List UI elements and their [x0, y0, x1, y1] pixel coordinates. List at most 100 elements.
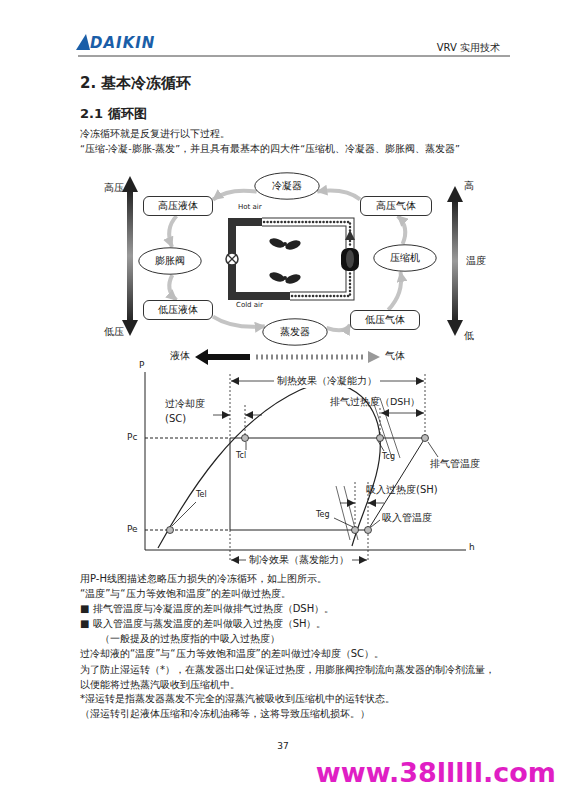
state-box: 高压液体	[143, 196, 213, 216]
component-ellipse: 膨胀阀	[138, 247, 202, 275]
cycle-arrow	[213, 191, 257, 200]
fan-symbol	[284, 239, 302, 252]
body-text: *湿运转是指蒸发器蒸发不完全的湿蒸汽被吸收到压缩机中的运转状态。	[80, 693, 395, 706]
dimension-lines	[213, 374, 425, 562]
watermark: www.38lllll.com	[316, 756, 556, 790]
page-title: 2. 基本冷冻循环	[80, 74, 191, 93]
fan-symbol	[268, 271, 286, 284]
compressor-symbol	[341, 248, 359, 271]
ellipse-outline	[374, 245, 436, 271]
pressure-arrow	[127, 190, 133, 322]
node-text: 冷凝器	[272, 179, 302, 193]
cycle-arrow	[388, 272, 401, 310]
refrigerant-pipe	[232, 222, 355, 296]
axis-label: 高压	[104, 182, 124, 195]
axis-label: Pc	[127, 432, 137, 443]
node-text: 低压气体	[365, 313, 405, 327]
dimension-lines	[355, 482, 356, 530]
fan-symbol	[268, 237, 302, 286]
dimension-lines	[368, 530, 369, 562]
compressor-symbol	[341, 248, 359, 271]
phase-arrow	[195, 349, 380, 365]
state-point	[365, 527, 372, 534]
node-text: 低压液体	[158, 303, 198, 317]
node-text: 膨胀阀	[155, 254, 185, 268]
body-text: 过冷却液的“温度”与“压力等效饱和温度”的差叫做过冷却度（SC）。	[80, 648, 384, 661]
leader-line	[172, 441, 438, 527]
pressure-arrow	[122, 176, 138, 192]
saturation-curve	[158, 384, 380, 548]
node-text: 高压气体	[376, 199, 416, 213]
dimension-label: 排气过热度（DSH）	[330, 396, 421, 408]
ph-cycle	[145, 530, 230, 531]
fan-symbol	[283, 276, 287, 280]
leader-line	[378, 441, 384, 451]
leader-line	[334, 518, 353, 527]
cycle-arrow	[169, 216, 176, 247]
ellipse-outline	[263, 319, 327, 345]
fan-symbol	[284, 273, 302, 286]
paragraph: “压缩-冷凝-膨胀-蒸发”，并且具有最基本的四大件“压缩机、冷凝器、膨胀阀、蒸发…	[80, 143, 460, 155]
state-point	[167, 527, 174, 534]
dimension-lines	[340, 503, 355, 504]
dimension-lines	[245, 405, 246, 438]
isotherm	[336, 486, 350, 540]
body-text: （湿运转引起液体压缩和冷冻机油稀等，这将导致压缩机损坏。）	[80, 708, 370, 721]
temperature-arrow	[452, 200, 458, 322]
ph-axes	[145, 372, 146, 550]
phase-label: 液体	[170, 350, 190, 363]
paragraph: 冷冻循环就是反复进行以下过程。	[80, 128, 230, 141]
ph-cycle	[145, 438, 230, 439]
dimension-lines	[213, 415, 230, 416]
state-point	[377, 435, 384, 442]
cycle-arrow	[213, 317, 265, 327]
leader-line	[172, 502, 196, 526]
body-text: 为了防止湿运转（*），在蒸发器出口处保证过热度，用膨胀阀控制流向蒸发器的制冷剂流…	[80, 663, 495, 692]
expansion-valve-symbol	[228, 255, 236, 263]
pressure-arrow	[122, 176, 138, 336]
node-text: 高压液体	[158, 199, 198, 213]
dimension-label: 过冷却度 (SC)	[165, 397, 217, 426]
component-ellipse: 冷凝器	[254, 172, 320, 200]
axis-label: Pe	[127, 524, 138, 535]
temperature-arrow	[447, 320, 463, 336]
dimension-label: 吸入过热度(SH)	[366, 484, 438, 497]
component-ellipse: 压缩机	[373, 244, 437, 272]
dimension-lines	[368, 503, 384, 504]
temperature-arrow	[447, 186, 463, 202]
dimension-lines	[380, 408, 381, 438]
point-label: Tel	[196, 490, 207, 500]
point-label: 吸入管温度	[382, 512, 432, 525]
expansion-valve-symbol	[226, 253, 238, 265]
state-box: 高压气体	[360, 196, 432, 216]
body-text: （一般提及的过热度指的中吸入过热度）	[100, 633, 280, 646]
compressor-symbol	[346, 250, 354, 268]
component-ellipse: 蒸发器	[262, 318, 328, 346]
fan-symbol	[268, 237, 286, 250]
header-rule	[78, 56, 510, 57]
axis-label: 低	[464, 330, 474, 343]
cycle-arrow	[398, 216, 406, 244]
dimension-label: 制冷效果（蒸发能力）	[246, 554, 352, 567]
dimension-lines	[245, 415, 262, 416]
page-number: 37	[277, 741, 288, 752]
header-rule	[78, 56, 510, 57]
point-label: 排气管温度	[430, 458, 480, 471]
refrigerant-pipe	[262, 222, 350, 296]
temperature-arrow	[447, 186, 463, 336]
axis-label: h	[469, 542, 475, 553]
leader-line	[428, 442, 438, 457]
pressure-arrow	[122, 320, 138, 336]
ph-axes	[145, 372, 466, 550]
state-box: 低压液体	[143, 300, 213, 320]
dimension-lines	[381, 413, 424, 414]
phase-arrow	[195, 349, 250, 365]
phase-label: 气体	[385, 350, 405, 363]
state-point	[352, 527, 359, 534]
ellipse-outline	[139, 248, 201, 274]
logo-mark	[76, 34, 90, 50]
dimension-lines	[230, 374, 231, 438]
node-text: 蒸发器	[280, 325, 310, 339]
ph-axes	[145, 550, 466, 551]
air-label: Hot air	[238, 203, 262, 212]
